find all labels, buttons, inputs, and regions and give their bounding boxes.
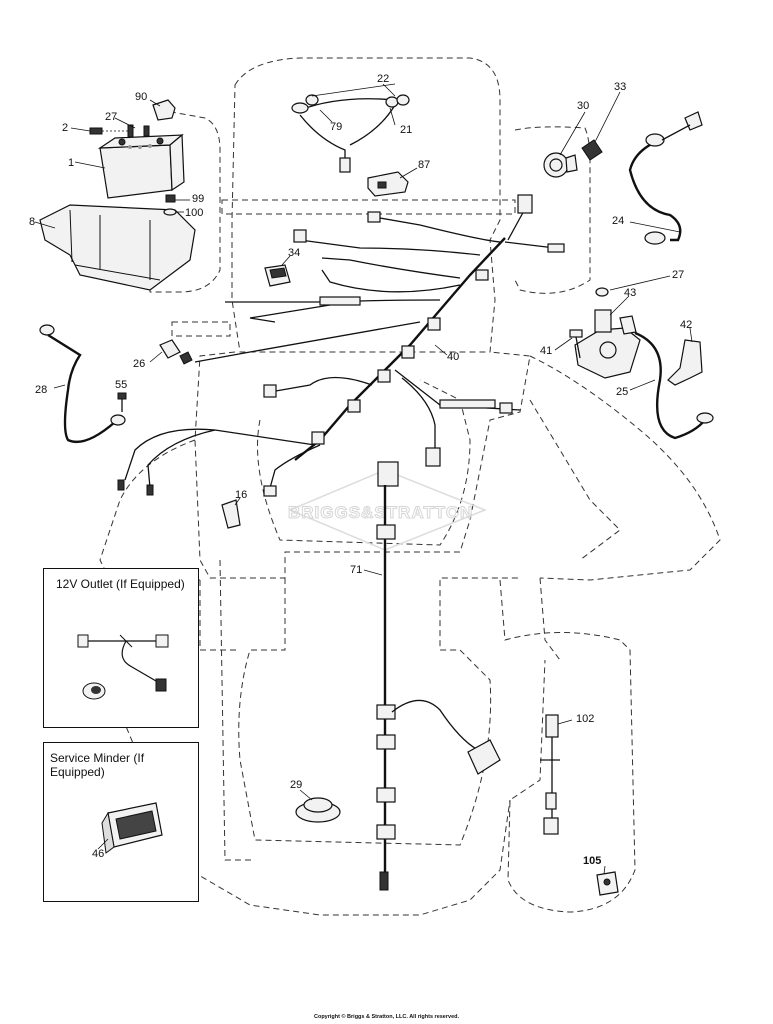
inset-service-minder: Service Minder (If Equipped) 46 — [43, 742, 199, 902]
rear-harness-71 — [376, 461, 501, 891]
ignition-key — [581, 139, 603, 161]
callout-90: 90 — [135, 91, 147, 103]
watermark: BRIGGS&STRATTON — [288, 469, 488, 551]
inset-12v-outlet: 12V Outlet (If Equipped) — [43, 568, 199, 728]
callout-25: 25 — [616, 386, 628, 398]
callout-71: 71 — [350, 564, 362, 576]
callout-79: 79 — [330, 121, 342, 133]
callout-55: 55 — [115, 379, 127, 391]
boot-42 — [667, 339, 703, 386]
callout-27-right: 27 — [672, 269, 684, 281]
callout-29: 29 — [290, 779, 302, 791]
callout-2: 2 — [62, 122, 68, 134]
callout-34: 34 — [288, 247, 300, 259]
callout-99: 99 — [192, 193, 204, 205]
battery — [97, 133, 185, 199]
main-harness-40 — [117, 194, 565, 497]
callout-30: 30 — [577, 100, 589, 112]
inset-service-minder-title: Service Minder (If Equipped) — [50, 751, 145, 779]
bolt-41 — [569, 329, 583, 359]
cable-25 — [634, 331, 714, 440]
switch-102 — [540, 714, 560, 835]
bolt-99 — [163, 194, 177, 216]
callout-28: 28 — [35, 384, 47, 396]
relay-16 — [221, 499, 241, 529]
ground-cable-28 — [39, 324, 126, 444]
copyright-notice: Copyright © Briggs & Stratton, LLC. All … — [313, 1014, 460, 1020]
battery-cable-24 — [628, 111, 703, 245]
callout-33: 33 — [614, 81, 626, 93]
service-minder-drawing: 46 — [92, 802, 163, 860]
leader-lines — [34, 83, 693, 875]
callout-40: 40 — [447, 351, 459, 363]
callout-102: 102 — [576, 713, 594, 725]
callout-100: 100 — [185, 207, 203, 219]
solenoid-105 — [596, 871, 619, 896]
callout-43: 43 — [624, 287, 636, 299]
callout-46: 46 — [92, 848, 104, 860]
switch-34 — [264, 264, 291, 287]
alarm-29 — [295, 797, 341, 823]
callout-21: 21 — [400, 124, 412, 136]
callout-27-left: 27 — [105, 111, 117, 123]
fuse-26 — [159, 339, 193, 365]
outlet-harness-drawing — [77, 634, 169, 700]
callout-16: 16 — [235, 489, 247, 501]
terminal-cover — [152, 99, 176, 121]
frame-outline — [99, 57, 721, 916]
ignition-switch — [543, 152, 578, 178]
callout-105: 105 — [583, 855, 601, 867]
callout-26: 26 — [133, 358, 145, 370]
callout-1: 1 — [68, 157, 74, 169]
callout-22: 22 — [377, 73, 389, 85]
callout-labels: 90 2 27 1 8 99 100 22 79 21 87 30 33 24 … — [29, 73, 692, 867]
headlight-harness — [291, 94, 410, 173]
battery-tray — [39, 204, 196, 291]
callout-87: 87 — [418, 159, 430, 171]
bolt-55 — [117, 392, 127, 412]
inset-12v-outlet-title: 12V Outlet (If Equipped) — [56, 577, 185, 591]
switch-87 — [367, 171, 409, 197]
solenoid-43 — [574, 287, 641, 379]
callout-24: 24 — [612, 215, 624, 227]
battery-bolt — [89, 124, 150, 138]
callout-8: 8 — [29, 216, 35, 228]
callout-41: 41 — [540, 345, 552, 357]
callout-42: 42 — [680, 319, 692, 331]
svg-text:BRIGGS&STRATTON: BRIGGS&STRATTON — [288, 503, 473, 522]
